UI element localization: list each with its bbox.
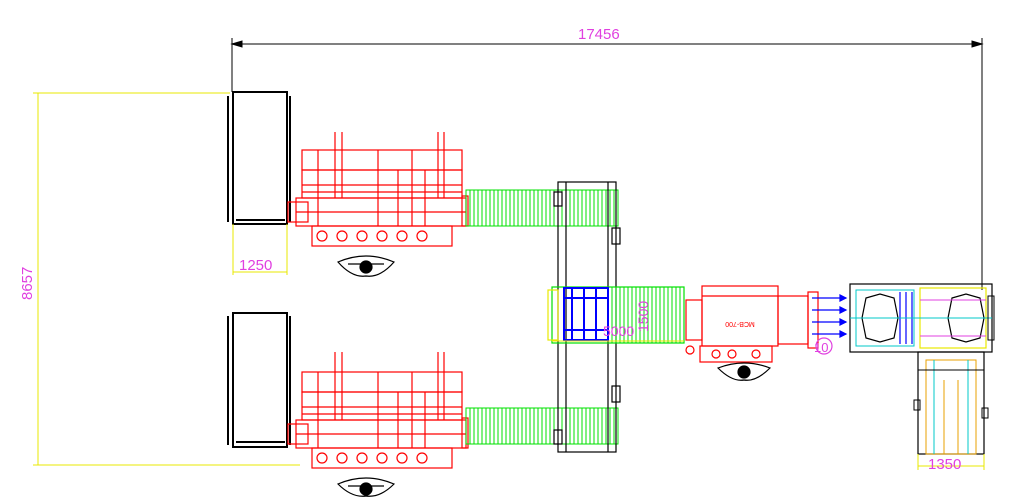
overall-width-label: 8657 [19,267,36,300]
upper-green-conveyor [465,189,619,227]
marker-10-circle [815,337,833,355]
label-1500: 1500 [635,301,651,332]
upper-operator-symbol [337,255,395,277]
center-transfer [547,286,685,344]
lower-rack-frame [227,312,291,448]
upper-machine [287,132,469,247]
lower-machine [287,352,469,469]
mcb-operator-symbol [716,362,772,381]
infeed-arrows [812,294,848,338]
rack-width-label: 1250 [239,257,272,274]
lower-green-conveyor [465,407,619,445]
overall-length-dimension [230,38,984,290]
label-5000: 5000 [603,323,634,339]
outfeed-dimension [917,454,985,470]
outfeed-conveyor [913,351,989,455]
mcb-machine-label: MCB-700 [725,320,755,327]
outfeed-width-label: 1350 [928,456,961,473]
upper-rack-frame [227,91,291,225]
mcb-machine [685,285,819,363]
label-10: 10 [814,340,828,355]
upper-rack-dimension [232,224,288,275]
overall-length-label: 17456 [578,26,620,43]
overall-width-dimension [33,92,300,466]
right-station [849,283,995,353]
lower-operator-symbol [336,477,396,497]
